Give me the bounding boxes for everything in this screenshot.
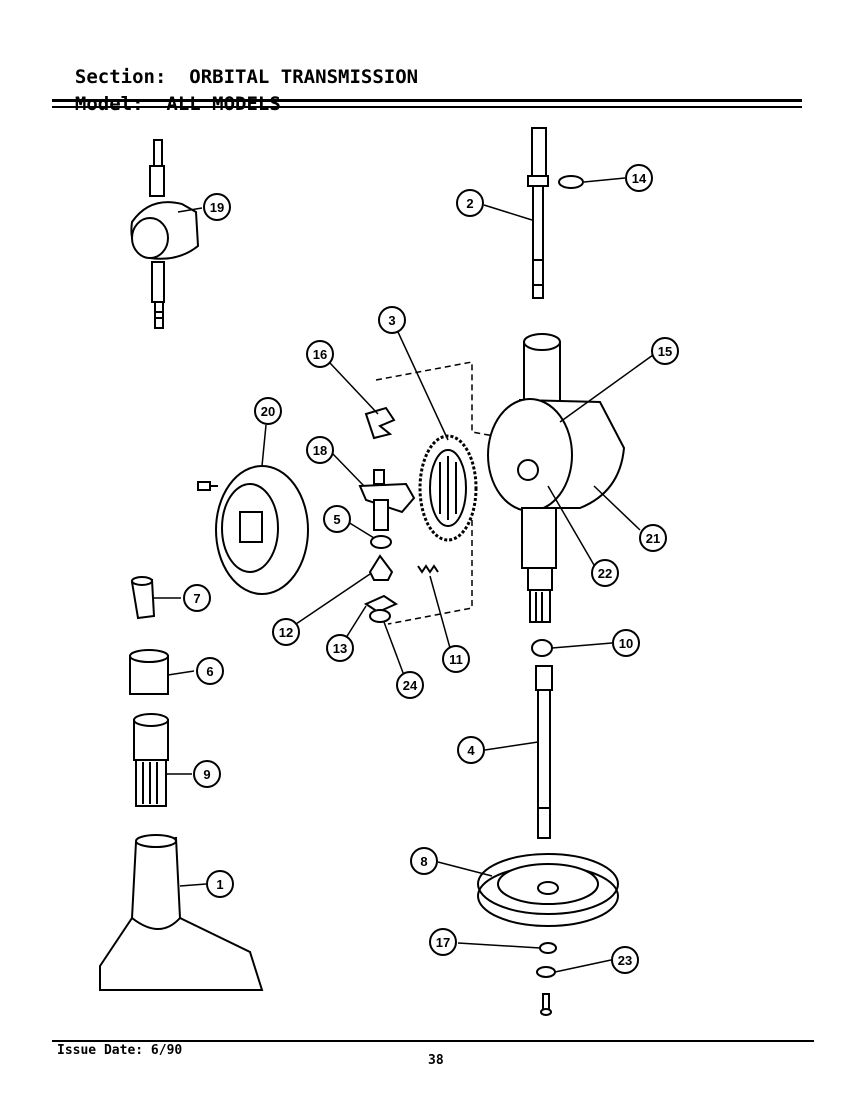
part-7-sleeve — [130, 576, 156, 620]
section-title: ORBITAL TRANSMISSION — [189, 66, 419, 88]
callout-12: 12 — [272, 618, 300, 646]
callout-3: 3 — [378, 306, 406, 334]
part-5-bushing — [370, 535, 392, 549]
callout-3-number: 3 — [388, 313, 395, 328]
callout-18-number: 18 — [313, 443, 327, 458]
callout-16-number: 16 — [313, 347, 327, 362]
callout-6-number: 6 — [206, 664, 213, 679]
part-21-housing — [487, 333, 626, 623]
callout-10-number: 10 — [619, 636, 633, 651]
model-label: Model: — [74, 93, 144, 115]
callout-20-number: 20 — [261, 404, 275, 419]
part-13-washer — [363, 594, 399, 614]
part-20-cover-plate — [215, 465, 309, 595]
callout-1-number: 1 — [216, 877, 223, 892]
header-rule-thin — [52, 106, 802, 108]
callout-13-number: 13 — [333, 641, 347, 656]
callout-9-number: 9 — [203, 767, 210, 782]
callout-12-number: 12 — [279, 625, 293, 640]
callout-13: 13 — [326, 634, 354, 662]
model-title: ALL MODELS — [166, 93, 281, 115]
callout-5: 5 — [323, 505, 351, 533]
callout-11: 11 — [442, 645, 470, 673]
model-line: Model: ALL MODELS — [52, 71, 281, 115]
callout-10: 10 — [612, 629, 640, 657]
callout-14-number: 14 — [632, 171, 647, 186]
part-24-washer — [369, 609, 391, 623]
callout-18: 18 — [306, 436, 334, 464]
callout-19-number: 19 — [210, 200, 224, 215]
callout-23: 23 — [611, 946, 639, 974]
part-18-crank — [358, 469, 416, 531]
bottom-bolt — [540, 993, 552, 1016]
callout-6: 6 — [196, 657, 224, 685]
callout-19: 19 — [203, 193, 231, 221]
callout-17: 17 — [429, 928, 457, 956]
part-1-base — [99, 834, 264, 991]
part-14-ring — [558, 175, 584, 189]
callout-4: 4 — [457, 736, 485, 764]
callout-14: 14 — [625, 164, 653, 192]
callout-7-number: 7 — [193, 591, 200, 606]
callout-22: 22 — [591, 559, 619, 587]
callout-22-number: 22 — [598, 566, 612, 581]
callout-7: 7 — [183, 584, 211, 612]
part-19-transmission-assembly — [130, 139, 200, 329]
callout-17-number: 17 — [436, 935, 450, 950]
page-number: 38 — [428, 1053, 444, 1068]
part-4-long-shaft — [535, 665, 553, 839]
part-8-pulley — [477, 853, 619, 927]
callout-2-number: 2 — [466, 196, 473, 211]
issue-date: Issue Date: 6/90 — [57, 1043, 183, 1058]
callout-24: 24 — [396, 671, 424, 699]
callout-15: 15 — [651, 337, 679, 365]
assembly-dash-outline — [375, 361, 495, 625]
footer-rule — [52, 1040, 814, 1042]
part-9-filter — [133, 713, 169, 807]
part-3-gear — [418, 434, 478, 542]
callout-16: 16 — [306, 340, 334, 368]
cover-screw — [197, 481, 218, 491]
part-16-clip — [364, 406, 396, 440]
callout-2: 2 — [456, 189, 484, 217]
part-6-bushing — [129, 649, 169, 695]
callout-4-number: 4 — [467, 743, 475, 758]
callout-21: 21 — [639, 524, 667, 552]
section-line: Section: ORBITAL TRANSMISSION — [52, 44, 418, 88]
callout-24-number: 24 — [403, 678, 418, 693]
part-11-spring — [417, 564, 439, 574]
callout-5-number: 5 — [333, 512, 340, 527]
callout-15-number: 15 — [658, 344, 672, 359]
part-2-shaft — [527, 127, 549, 299]
header-rule-thick — [52, 99, 802, 102]
callout-8: 8 — [410, 847, 438, 875]
section-label: Section: — [74, 66, 167, 88]
leader-lines — [154, 177, 654, 973]
callout-11-number: 11 — [449, 652, 463, 667]
callout-8-number: 8 — [420, 854, 427, 869]
part-12-pinion — [368, 554, 394, 581]
callout-9: 9 — [193, 760, 221, 788]
callout-20: 20 — [254, 397, 282, 425]
callout-21-number: 21 — [646, 531, 660, 546]
callout-23-number: 23 — [618, 953, 632, 968]
callout-1: 1 — [206, 870, 234, 898]
